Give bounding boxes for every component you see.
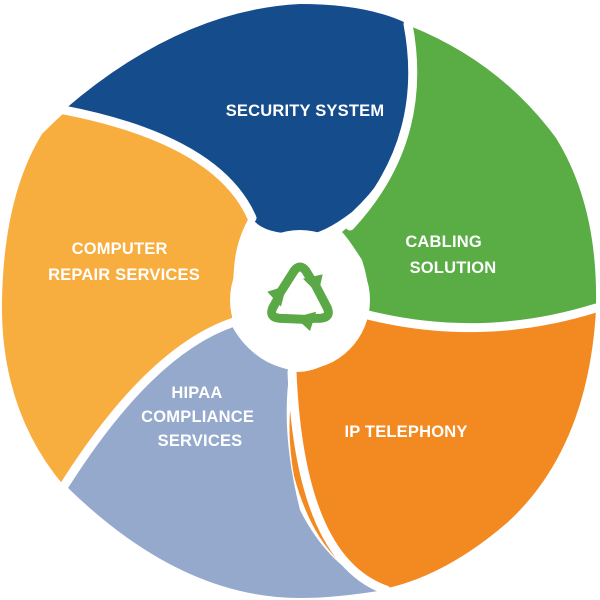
divider-5 bbox=[59, 317, 239, 491]
label-security-system: SECURITY SYSTEM bbox=[226, 102, 385, 120]
label-ip-telephony: IP TELEPHONY bbox=[344, 423, 467, 441]
label-cabling-solution: CABLING SOLUTION bbox=[405, 233, 496, 277]
segment-computer-repair-services[interactable] bbox=[1, 112, 250, 486]
segment-dividers bbox=[59, 19, 600, 595]
segment-hipaa-compliance-services[interactable] bbox=[66, 326, 384, 598]
divider-2 bbox=[345, 19, 418, 231]
segment-cabling-solution[interactable] bbox=[342, 26, 597, 332]
divider-1 bbox=[59, 105, 257, 223]
label-computer-repair-services: COMPUTER REPAIR SERVICES bbox=[48, 240, 200, 284]
center-circle bbox=[230, 230, 370, 370]
divider-3 bbox=[359, 303, 600, 333]
segment-labels: SECURITY SYSTEM CABLING SOLUTION IP TELE… bbox=[48, 102, 496, 450]
recycle-icon bbox=[261, 262, 337, 334]
segment-security-system[interactable] bbox=[64, 4, 413, 235]
divider-4 bbox=[287, 367, 391, 595]
label-hipaa-compliance-services: HIPAA COMPLIANCE SERVICES bbox=[141, 384, 259, 450]
segment-ip-telephony[interactable] bbox=[289, 310, 596, 588]
